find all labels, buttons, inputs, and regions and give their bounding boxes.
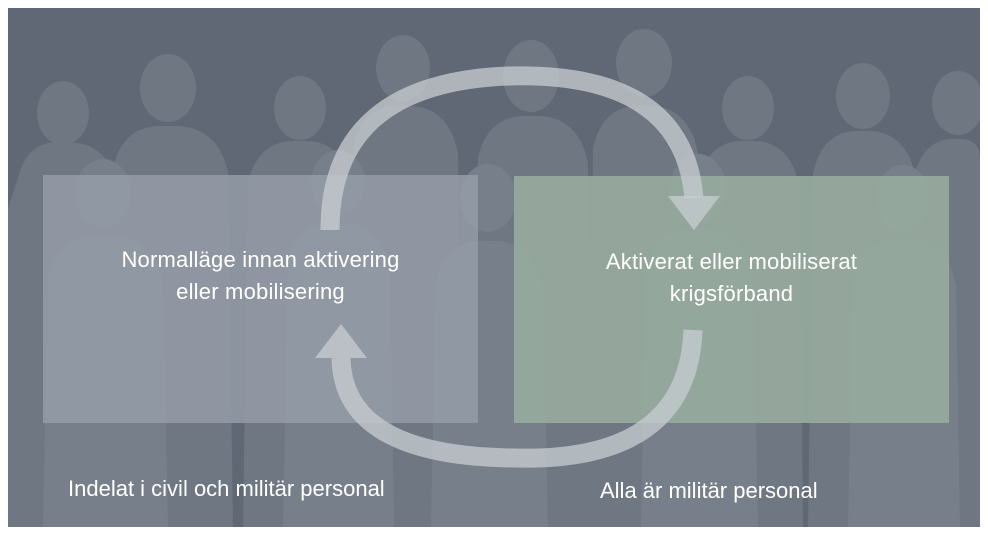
normal-state-box: Normalläge innan aktivering eller mobili…	[43, 175, 478, 423]
normal-state-label: Normalläge innan aktivering eller mobili…	[121, 247, 400, 304]
diagram-frame: Normalläge innan aktivering eller mobili…	[8, 8, 980, 527]
mobilized-state-box: Aktiverat eller mobiliserat krigsförband	[514, 176, 949, 423]
mobilized-state-label: Aktiverat eller mobiliserat krigsförband	[605, 248, 858, 306]
normal-state-caption: Indelat i civil och militär personal	[68, 476, 385, 501]
mobilized-state-caption: Alla är militär personal	[600, 478, 818, 503]
